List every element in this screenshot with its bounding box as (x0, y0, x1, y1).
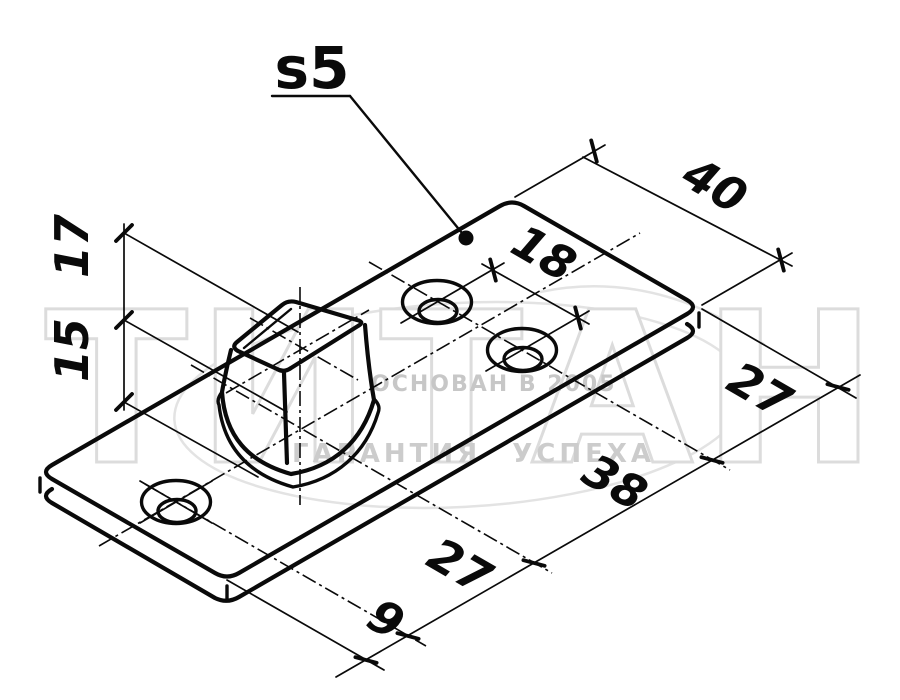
dimension-heights: 17 15 (45, 214, 299, 478)
thickness-callout-label: s5 (275, 34, 350, 102)
dimension-label-9: 9 (359, 588, 414, 651)
watermark-group: ТИТАН ОСНОВАН В 2005 ГАРАНТИЯ УСПЕХА (43, 266, 886, 514)
extension-line (123, 319, 288, 413)
dimension-label-17: 17 (45, 214, 99, 278)
dimension-tick (488, 257, 583, 331)
dimension-label-40: 40 (673, 145, 756, 224)
extension-line (701, 252, 793, 306)
thickness-callout: s5 (270, 34, 474, 246)
hole-inner-ellipse (156, 497, 198, 525)
hole-cross-lines (139, 480, 213, 524)
watermark-founded-text: ОСНОВАН В 2005 (371, 372, 617, 397)
dimension-tick (589, 138, 786, 273)
hole-cross-lines (400, 262, 505, 324)
dimension-line (582, 156, 793, 267)
hole-inner-ellipse (502, 345, 544, 373)
dimension-line (335, 374, 861, 678)
hole-pair-cross-centerline (368, 261, 731, 471)
boss-cross-centerline (190, 364, 553, 574)
extension-line (123, 232, 299, 333)
boss-group (216, 299, 381, 489)
dimension-label-27-left: 27 (419, 527, 501, 606)
boss-top-chamfer-edge (242, 307, 293, 350)
extension-line (226, 579, 385, 671)
dimension-line (481, 263, 590, 325)
extension-line (514, 144, 606, 198)
callout-leader-dot (458, 230, 474, 246)
countersunk-hole-back (400, 262, 505, 326)
boss-base-rim (216, 390, 381, 489)
plate-top-face (43, 200, 696, 579)
dimension-tick (353, 382, 851, 665)
watermark-brand-text: ТИТАН (45, 267, 886, 512)
dimension-label-15: 15 (45, 318, 99, 382)
boss-top-axis-u (225, 309, 370, 394)
plate-group (38, 200, 701, 603)
boss-silhouette (219, 322, 377, 477)
watermark-swoosh-arc (539, 285, 766, 347)
countersunk-hole-left (139, 478, 213, 526)
boss-front-edge (281, 370, 290, 466)
boss-top-face (232, 299, 364, 373)
dimension-tick (114, 223, 134, 412)
callout-leader-line (348, 94, 464, 235)
hole-cross-lines (485, 310, 590, 372)
hole-inner-ellipse (417, 297, 459, 325)
countersunk-hole-front (485, 310, 590, 374)
extension-line (123, 401, 259, 478)
